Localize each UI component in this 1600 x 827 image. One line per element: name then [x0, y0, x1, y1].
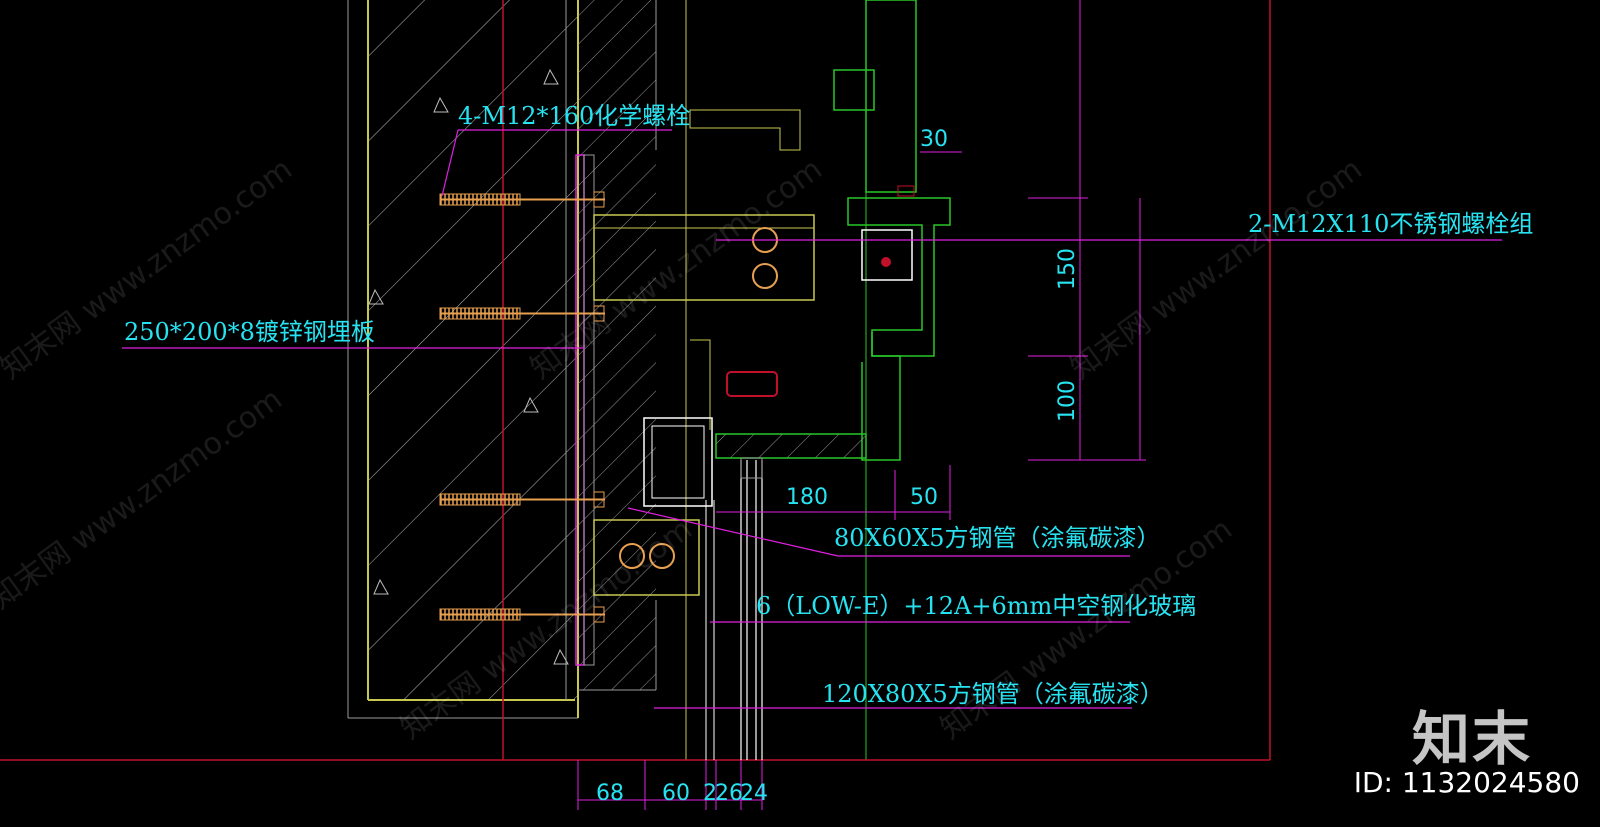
dimension-68: 68 — [596, 781, 624, 806]
annotation-labels: 4-M12*160化学螺栓 2-M12X110不锈钢螺栓组 250*200*8镀… — [124, 102, 1533, 708]
watermark: 知末网 www.znzmo.com 知末网 www.znzmo.com 知末网 … — [0, 152, 1369, 747]
concrete-wall — [347, 0, 657, 719]
dimension-texts: 30 150 100 180 50 68 60 2 26 24 — [596, 127, 1080, 806]
anchor-bolt-2 — [439, 305, 605, 322]
label-stainless-bolt-group: 2-M12X110不锈钢螺栓组 — [1248, 210, 1533, 238]
stone-panel — [865, 0, 917, 197]
label-chemical-anchor-bolt: 4-M12*160化学螺栓 — [458, 102, 690, 130]
dimension-100: 100 — [1055, 380, 1080, 422]
steel-tube-80x60 — [643, 417, 713, 507]
dimension-30: 30 — [920, 127, 948, 152]
dimension-24: 24 — [740, 781, 768, 806]
dimension-180: 180 — [786, 485, 828, 510]
label-embedded-plate: 250*200*8镀锌钢埋板 — [124, 318, 375, 346]
anchor-bolt-4 — [439, 606, 605, 623]
watermark-text: 知末网 www.znzmo.com — [0, 152, 299, 387]
watermark-text: 知末网 www.znzmo.com — [1064, 152, 1369, 387]
dimension-150: 150 — [1055, 248, 1080, 290]
embedded-steel-plate — [575, 154, 595, 666]
dimension-26: 26 — [715, 781, 743, 806]
dimension-lines — [577, 151, 1146, 810]
label-insulating-glass: 6（LOW-E）+12A+6mm中空钢化玻璃 — [756, 592, 1196, 620]
label-steel-tube-120x80: 120X80X5方钢管（涂氟碳漆） — [822, 680, 1164, 708]
connector-assembly — [715, 69, 951, 461]
dimension-50: 50 — [910, 485, 938, 510]
dimension-2: 2 — [703, 781, 717, 806]
insulating-glass — [705, 457, 763, 760]
image-id-label: ID: 1132024580 — [1353, 766, 1580, 799]
anchor-bolt-3 — [439, 491, 605, 508]
anchor-bolt-1 — [439, 191, 605, 208]
watermark-text: 知末网 www.znzmo.com — [0, 382, 289, 617]
leader-lines — [122, 129, 1502, 709]
dimension-60: 60 — [662, 781, 690, 806]
brand-logo: 知末 — [1411, 705, 1532, 773]
label-steel-tube-80x60: 80X60X5方钢管（涂氟碳漆） — [834, 524, 1161, 552]
chemical-anchor-bolts — [439, 191, 605, 623]
